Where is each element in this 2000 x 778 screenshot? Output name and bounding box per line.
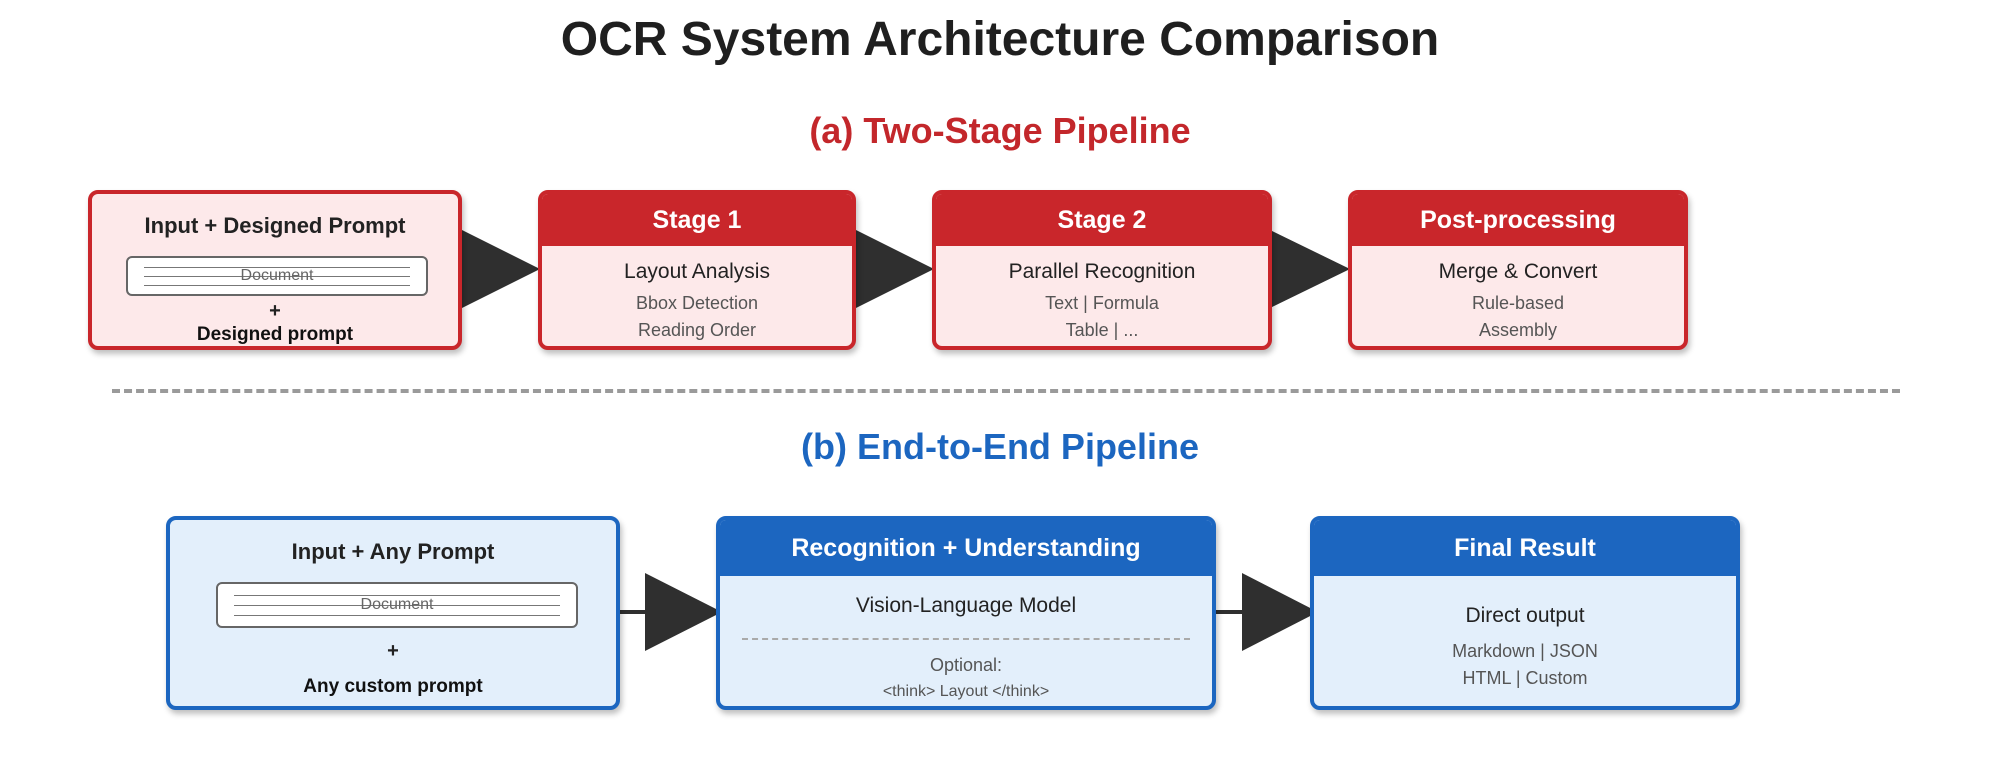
recognition-think-layout: <think> Layout </think> <box>882 683 1050 700</box>
post-processing-sub2: Assembly <box>1478 320 1558 340</box>
document-placeholder: Document <box>216 582 578 628</box>
stage1-header: Stage 1 <box>542 194 852 246</box>
doc-line <box>144 276 410 277</box>
section-divider <box>112 389 1900 393</box>
stage2-sub2: Table | ... <box>1065 320 1139 340</box>
any-custom-prompt-label: Any custom prompt <box>303 676 483 697</box>
doc-line <box>144 267 410 268</box>
input-box-heading: Input + Designed Prompt <box>144 213 406 238</box>
document-label: Document <box>360 596 434 613</box>
arrow-b2-head <box>1242 573 1318 651</box>
document-label: Document <box>240 267 314 284</box>
final-result-header: Final Result <box>1314 520 1736 576</box>
doc-line <box>234 615 560 616</box>
stage2-sub1: Text | Formula <box>1045 293 1159 313</box>
input-any-prompt-box: Input + Any Prompt Document + Any custom… <box>166 516 620 710</box>
post-processing-main: Merge & Convert <box>1438 260 1598 283</box>
final-result-main: Direct output <box>1465 604 1585 627</box>
doc-line <box>234 595 560 596</box>
section-a-title: (a) Two-Stage Pipeline <box>809 110 1191 151</box>
section-b-title: (b) End-to-End Pipeline <box>801 426 1199 467</box>
doc-line <box>144 285 410 286</box>
input-box-heading: Input + Any Prompt <box>291 539 495 564</box>
final-result-box: Final Result Direct output Markdown | JS… <box>1310 516 1740 710</box>
recognition-header: Recognition + Understanding <box>720 520 1212 576</box>
stage1-sub2: Reading Order <box>637 320 757 340</box>
post-processing-box: Post-processing Merge & Convert Rule-bas… <box>1348 190 1688 350</box>
input-designed-prompt-box: Input + Designed Prompt Document + Desig… <box>88 190 462 350</box>
plus-sign: + <box>387 640 399 662</box>
doc-line <box>234 605 560 606</box>
stage1-sub1: Bbox Detection <box>635 293 759 313</box>
recognition-optional-label: Optional: <box>929 655 1003 675</box>
recognition-dashed-divider <box>742 638 1190 640</box>
diagram-title: OCR System Architecture Comparison <box>560 13 1440 66</box>
document-placeholder: Document <box>126 256 428 296</box>
stage2-header: Stage 2 <box>936 194 1268 246</box>
arrow-a1-head <box>462 230 540 308</box>
stage2-box: Stage 2 Parallel Recognition Text | Form… <box>932 190 1272 350</box>
post-processing-header: Post-processing <box>1352 194 1684 246</box>
final-result-sub2: HTML | Custom <box>1462 668 1588 688</box>
arrow-b1-head <box>645 573 722 651</box>
stage2-main: Parallel Recognition <box>1008 260 1196 283</box>
designed-prompt-label: Designed prompt <box>196 324 354 345</box>
recognition-understanding-box: Recognition + Understanding Vision-Langu… <box>716 516 1216 710</box>
plus-sign: + <box>269 300 281 322</box>
arrow-a2-head <box>856 230 934 308</box>
stage1-box: Stage 1 Layout Analysis Bbox Detection R… <box>538 190 856 350</box>
post-processing-sub1: Rule-based <box>1471 293 1565 313</box>
final-result-sub1: Markdown | JSON <box>1452 641 1598 661</box>
stage1-main: Layout Analysis <box>624 260 770 283</box>
recognition-main: Vision-Language Model <box>855 594 1077 617</box>
arrow-a3-head <box>1270 230 1350 308</box>
